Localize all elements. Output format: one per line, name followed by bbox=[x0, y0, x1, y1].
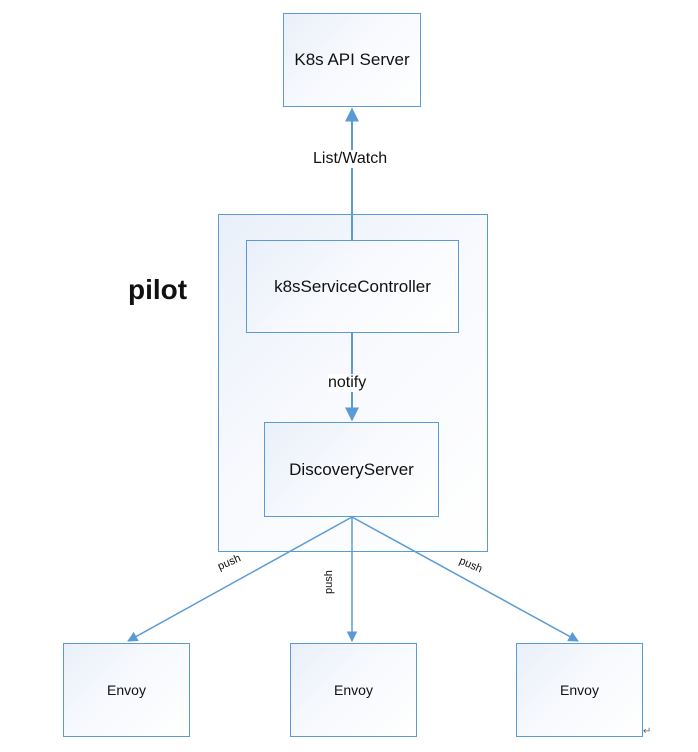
push-arrow-left bbox=[127, 516, 353, 642]
pilot-title: pilot bbox=[128, 274, 188, 305]
notify-label: notify bbox=[328, 374, 367, 392]
paragraph-mark-icon: ↵ bbox=[643, 726, 652, 737]
envoy-box-left: Envoy bbox=[63, 643, 190, 737]
k8s-service-controller-label: k8sServiceController bbox=[274, 276, 431, 296]
envoy-label-left: Envoy bbox=[107, 682, 146, 698]
k8s-service-controller-box: k8sServiceController bbox=[246, 240, 459, 333]
discovery-server-label: DiscoveryServer bbox=[289, 459, 414, 479]
discovery-server-box: DiscoveryServer bbox=[264, 422, 439, 517]
envoy-label-right: Envoy bbox=[560, 682, 599, 698]
push-arrow-right bbox=[351, 516, 579, 642]
envoy-box-middle: Envoy bbox=[290, 643, 417, 737]
envoy-label-middle: Envoy bbox=[334, 682, 373, 698]
envoy-box-right: Envoy bbox=[516, 643, 643, 737]
push-label-middle: push bbox=[323, 570, 335, 594]
k8s-api-server-label: K8s API Server bbox=[294, 50, 410, 69]
k8s-api-server-box: K8s API Server bbox=[283, 13, 421, 107]
list-watch-label: List/Watch bbox=[313, 150, 388, 168]
